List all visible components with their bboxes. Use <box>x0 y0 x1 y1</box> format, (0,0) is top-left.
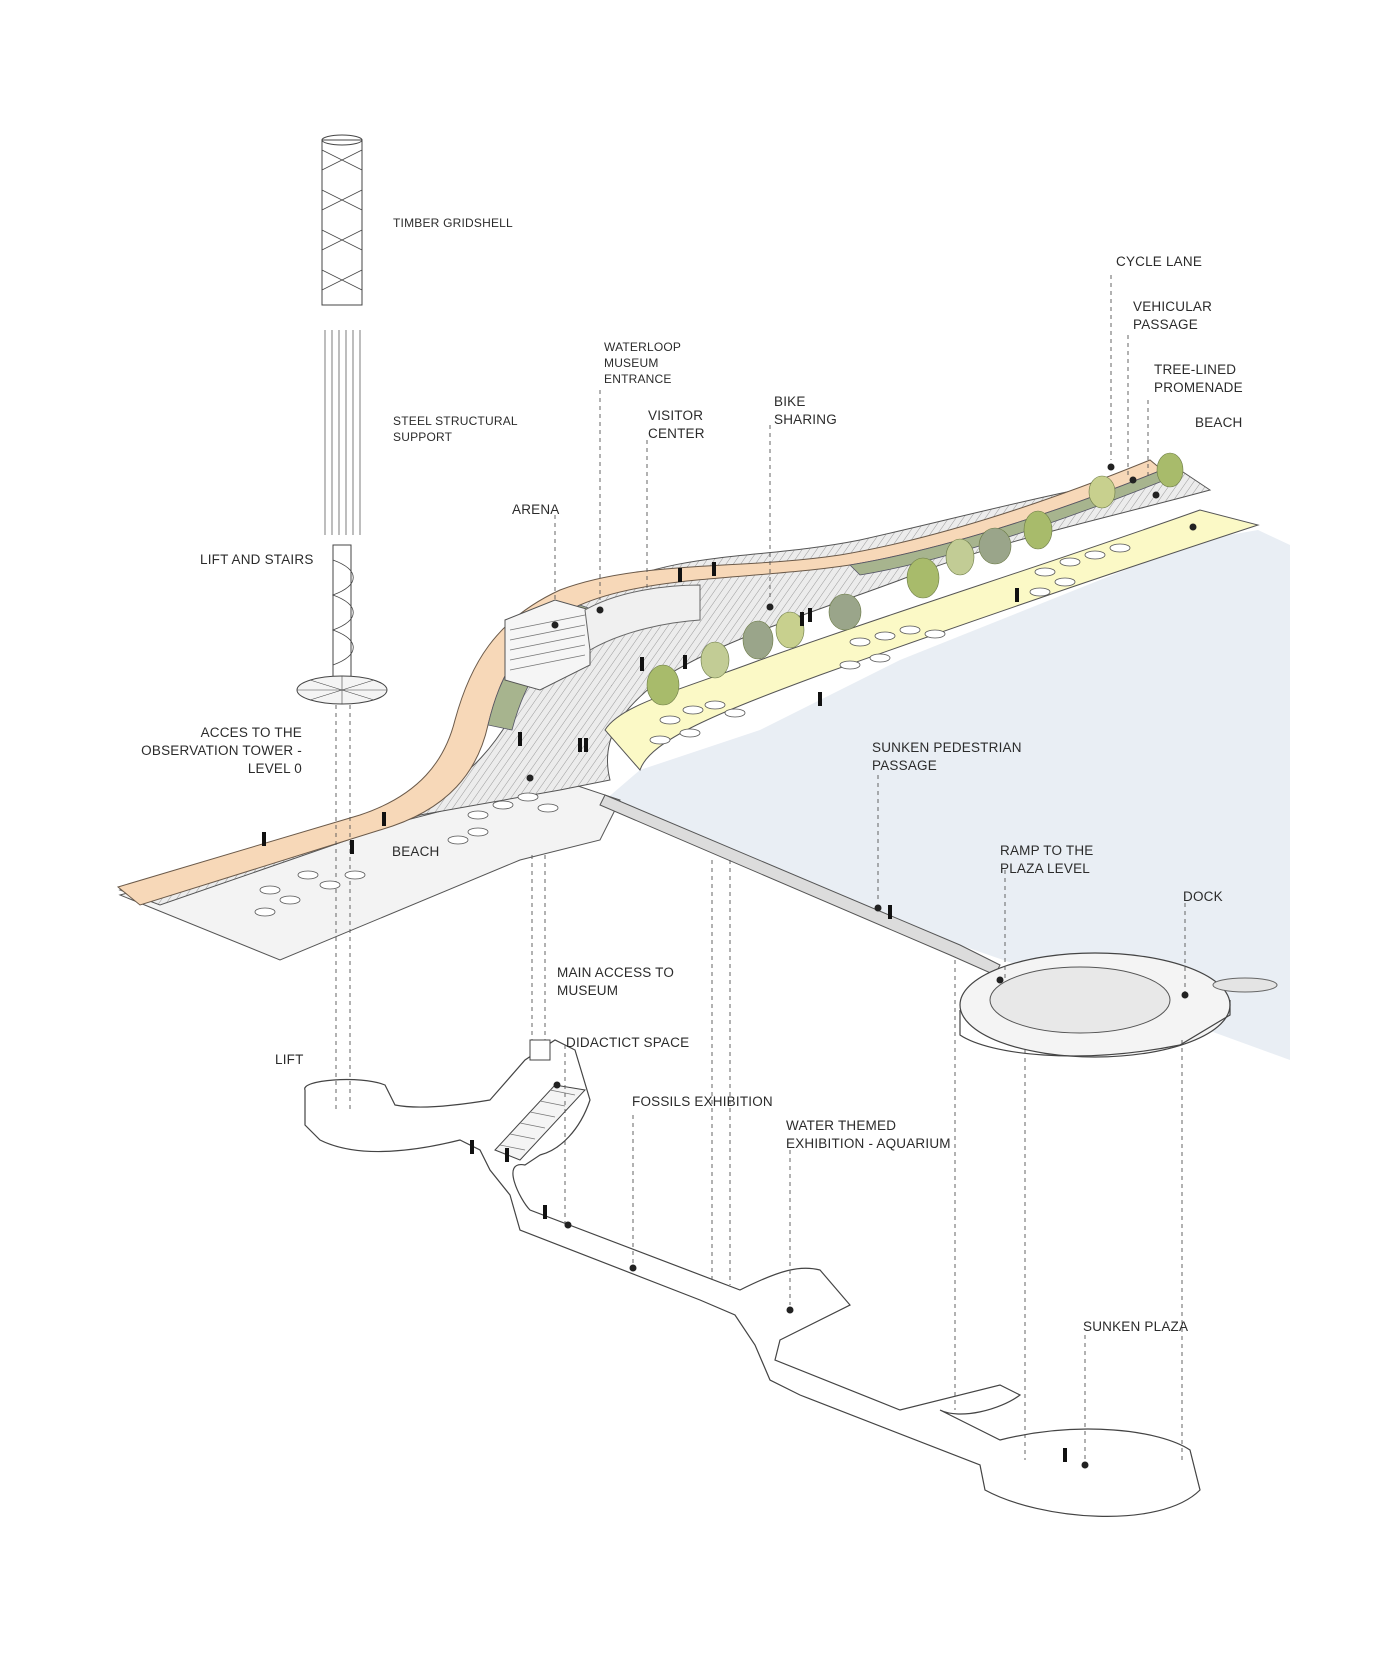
label-tree-lined-promenade: TREE-LINED PROMENADE <box>1154 362 1243 395</box>
label-visitor-center: VISITOR CENTER <box>648 408 705 441</box>
label-waterloop-museum-entrance: WATERLOOP MUSEUM ENTRANCE <box>604 340 682 386</box>
visitor-center-wall <box>584 584 701 651</box>
label-vehicular-passage: VEHICULAR PASSAGE <box>1133 299 1213 332</box>
label-acces-observation-tower: ACCES TO THE OBSERVATION TOWER - LEVEL 0 <box>141 725 302 776</box>
label-steel-structural-support: STEEL STRUCTURAL SUPPORT <box>393 414 518 444</box>
label-water-themed-exhibition: WATER THEMED EXHIBITION - AQUARIUM <box>786 1118 951 1151</box>
underground-museum <box>304 1039 1201 1517</box>
dashed-connectors <box>335 275 1186 1465</box>
label-bike-sharing: BIKE SHARING <box>774 394 837 427</box>
label-lift-and-stairs: LIFT AND STAIRS <box>200 552 314 567</box>
label-main-access-museum: MAIN ACCESS TO MUSEUM <box>557 965 675 998</box>
label-fossils-exhibition: FOSSILS EXHIBITION <box>632 1094 773 1109</box>
label-cycle-lane: CYCLE LANE <box>1116 254 1203 269</box>
label-lift: LIFT <box>275 1052 304 1067</box>
label-timber-gridshell: TIMBER GRIDSHELL <box>393 216 513 230</box>
label-beach-top: BEACH <box>1195 415 1243 430</box>
beach-umbrellas <box>254 543 1131 917</box>
label-sunken-pedestrian-passage: SUNKEN PEDESTRIAN PASSAGE <box>872 740 1022 773</box>
trees <box>646 452 1184 706</box>
people <box>262 562 1067 1462</box>
label-sunken-plaza: SUNKEN PLAZA <box>1083 1319 1189 1334</box>
observation-tower <box>296 134 388 705</box>
arena-stairs <box>504 599 591 691</box>
label-arena: ARENA <box>512 502 560 517</box>
arena-steps <box>509 614 586 671</box>
label-ramp-to-plaza: RAMP TO THE PLAZA LEVEL <box>1000 843 1094 876</box>
museum-stairs <box>494 1039 586 1161</box>
label-didactict-space: DIDACTICT SPACE <box>566 1035 690 1050</box>
dock-ring <box>959 952 1278 1058</box>
label-beach-left: BEACH <box>392 844 440 859</box>
beach-yellow-strip <box>604 509 1260 771</box>
leader-dots <box>526 463 1197 1469</box>
water-plane <box>605 530 1290 1060</box>
label-dock: DOCK <box>1183 889 1223 904</box>
